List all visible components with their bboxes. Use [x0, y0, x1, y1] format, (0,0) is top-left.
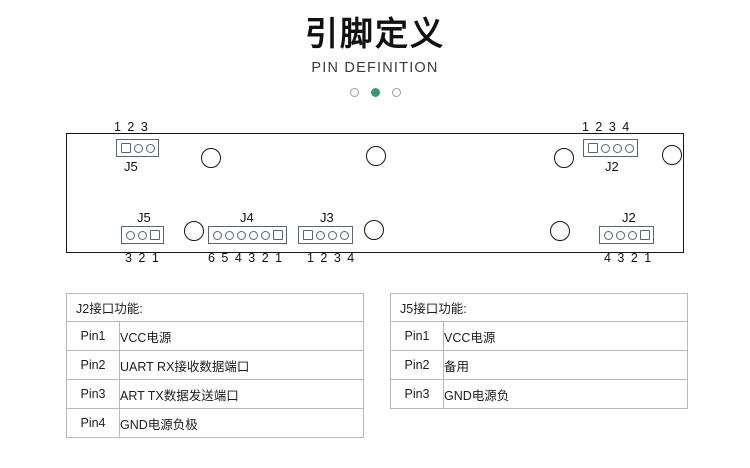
- pin-5: [224, 230, 234, 240]
- pin-3: [615, 230, 625, 240]
- connector-label-bottom-j3: J3: [320, 210, 334, 225]
- pin-numbers-top-left-j5: 1 2 3: [114, 120, 150, 134]
- carousel-dot-2-active[interactable]: [370, 88, 380, 97]
- j5-pin-3-function: GND电源负: [443, 379, 688, 409]
- table-row: Pin2 备用: [390, 350, 688, 380]
- j2-pin-1-label: Pin1: [66, 321, 120, 351]
- pin-numbers-bottom-left-j5: 3 2 1: [125, 251, 161, 265]
- pin-1: [639, 230, 650, 240]
- pin-1: [302, 230, 313, 240]
- pin-1: [587, 143, 598, 153]
- pcb-board-outline: [66, 133, 684, 253]
- j2-pin-1-function: VCC电源: [119, 321, 364, 351]
- connector-label-bottom-right-j2: J2: [622, 210, 636, 225]
- connector-top-right-j2[interactable]: [583, 139, 638, 157]
- j5-pin-function-table: J5接口功能: Pin1 VCC电源 Pin2 备用 Pin3 GND电源负: [390, 293, 688, 409]
- j5-pin-1-function: VCC电源: [443, 321, 688, 351]
- j2-table-title: J2接口功能:: [66, 293, 364, 322]
- pin-4: [339, 230, 349, 240]
- table-row: Pin3 GND电源负: [390, 379, 688, 409]
- pin-numbers-bottom-j4: 6 5 4 3 2 1: [208, 251, 284, 265]
- pin-2: [260, 230, 270, 240]
- table-header-row: J2接口功能:: [66, 293, 364, 322]
- pin-2: [315, 230, 325, 240]
- connector-label-top-left-j5: J5: [124, 159, 138, 174]
- table-row: Pin4 GND电源负极: [66, 408, 364, 438]
- connector-label-bottom-j4: J4: [240, 210, 254, 225]
- j2-pin-3-label: Pin3: [66, 379, 120, 409]
- j5-pin-2-label: Pin2: [390, 350, 444, 380]
- connector-bottom-j3[interactable]: [298, 226, 353, 244]
- page-subtitle: PIN DEFINITION: [311, 60, 439, 76]
- j2-pin-function-table: J2接口功能: Pin1 VCC电源 Pin2 UART RX接收数据端口 Pi…: [66, 293, 364, 438]
- connector-label-top-right-j2: J2: [605, 159, 619, 174]
- table-row: Pin1 VCC电源: [390, 321, 688, 351]
- pin-3: [612, 143, 622, 153]
- j2-pin-3-function: ART TX数据发送端口: [119, 379, 364, 409]
- j2-pin-2-label: Pin2: [66, 350, 120, 380]
- j5-pin-1-label: Pin1: [390, 321, 444, 351]
- connector-bottom-j4[interactable]: [208, 226, 287, 244]
- mounting-hole-top-2: [366, 146, 386, 166]
- pin-2: [627, 230, 637, 240]
- pin-3: [145, 143, 155, 153]
- pin-4: [236, 230, 246, 240]
- mounting-hole-bottom-3: [550, 221, 570, 241]
- j2-pin-4-function: GND电源负极: [119, 408, 364, 438]
- mounting-hole-bottom-1: [184, 221, 204, 241]
- table-row: Pin1 VCC电源: [66, 321, 364, 351]
- j2-pin-4-label: Pin4: [66, 408, 120, 438]
- pin-1: [120, 143, 131, 153]
- carousel-dot-1[interactable]: [349, 88, 359, 97]
- mounting-hole-top-3: [554, 148, 574, 168]
- pin-4: [624, 143, 634, 153]
- mounting-hole-bottom-2: [364, 220, 384, 240]
- pin-6: [212, 230, 222, 240]
- j2-pin-2-function: UART RX接收数据端口: [119, 350, 364, 380]
- page-header: 引脚定义 PIN DEFINITION: [0, 14, 750, 97]
- pin-2: [600, 143, 610, 153]
- pin-numbers-bottom-right-j2: 4 3 2 1: [604, 251, 653, 265]
- pin-1: [149, 230, 160, 240]
- pin-3: [327, 230, 337, 240]
- connector-bottom-right-j2[interactable]: [599, 226, 654, 244]
- pin-3: [248, 230, 258, 240]
- carousel-dots: [0, 88, 750, 97]
- j5-pin-2-function: 备用: [443, 350, 688, 380]
- pin-numbers-top-right-j2: 1 2 3 4: [582, 120, 631, 134]
- page-title: 引脚定义: [305, 15, 445, 52]
- pin-2: [133, 143, 143, 153]
- pin-4: [603, 230, 613, 240]
- mounting-hole-top-4: [662, 145, 682, 165]
- table-row: Pin2 UART RX接收数据端口: [66, 350, 364, 380]
- j5-pin-3-label: Pin3: [390, 379, 444, 409]
- pin-2: [137, 230, 147, 240]
- connector-bottom-left-j5[interactable]: [121, 226, 164, 244]
- j5-table-title: J5接口功能:: [390, 293, 688, 322]
- table-row: Pin3 ART TX数据发送端口: [66, 379, 364, 409]
- connector-label-bottom-left-j5: J5: [137, 210, 151, 225]
- connector-top-left-j5[interactable]: [116, 139, 159, 157]
- carousel-dot-3[interactable]: [391, 88, 401, 97]
- mounting-hole-top-1: [201, 148, 221, 168]
- table-header-row: J5接口功能:: [390, 293, 688, 322]
- pin-numbers-bottom-j3: 1 2 3 4: [307, 251, 356, 265]
- pin-1: [272, 230, 283, 240]
- pin-3: [125, 230, 135, 240]
